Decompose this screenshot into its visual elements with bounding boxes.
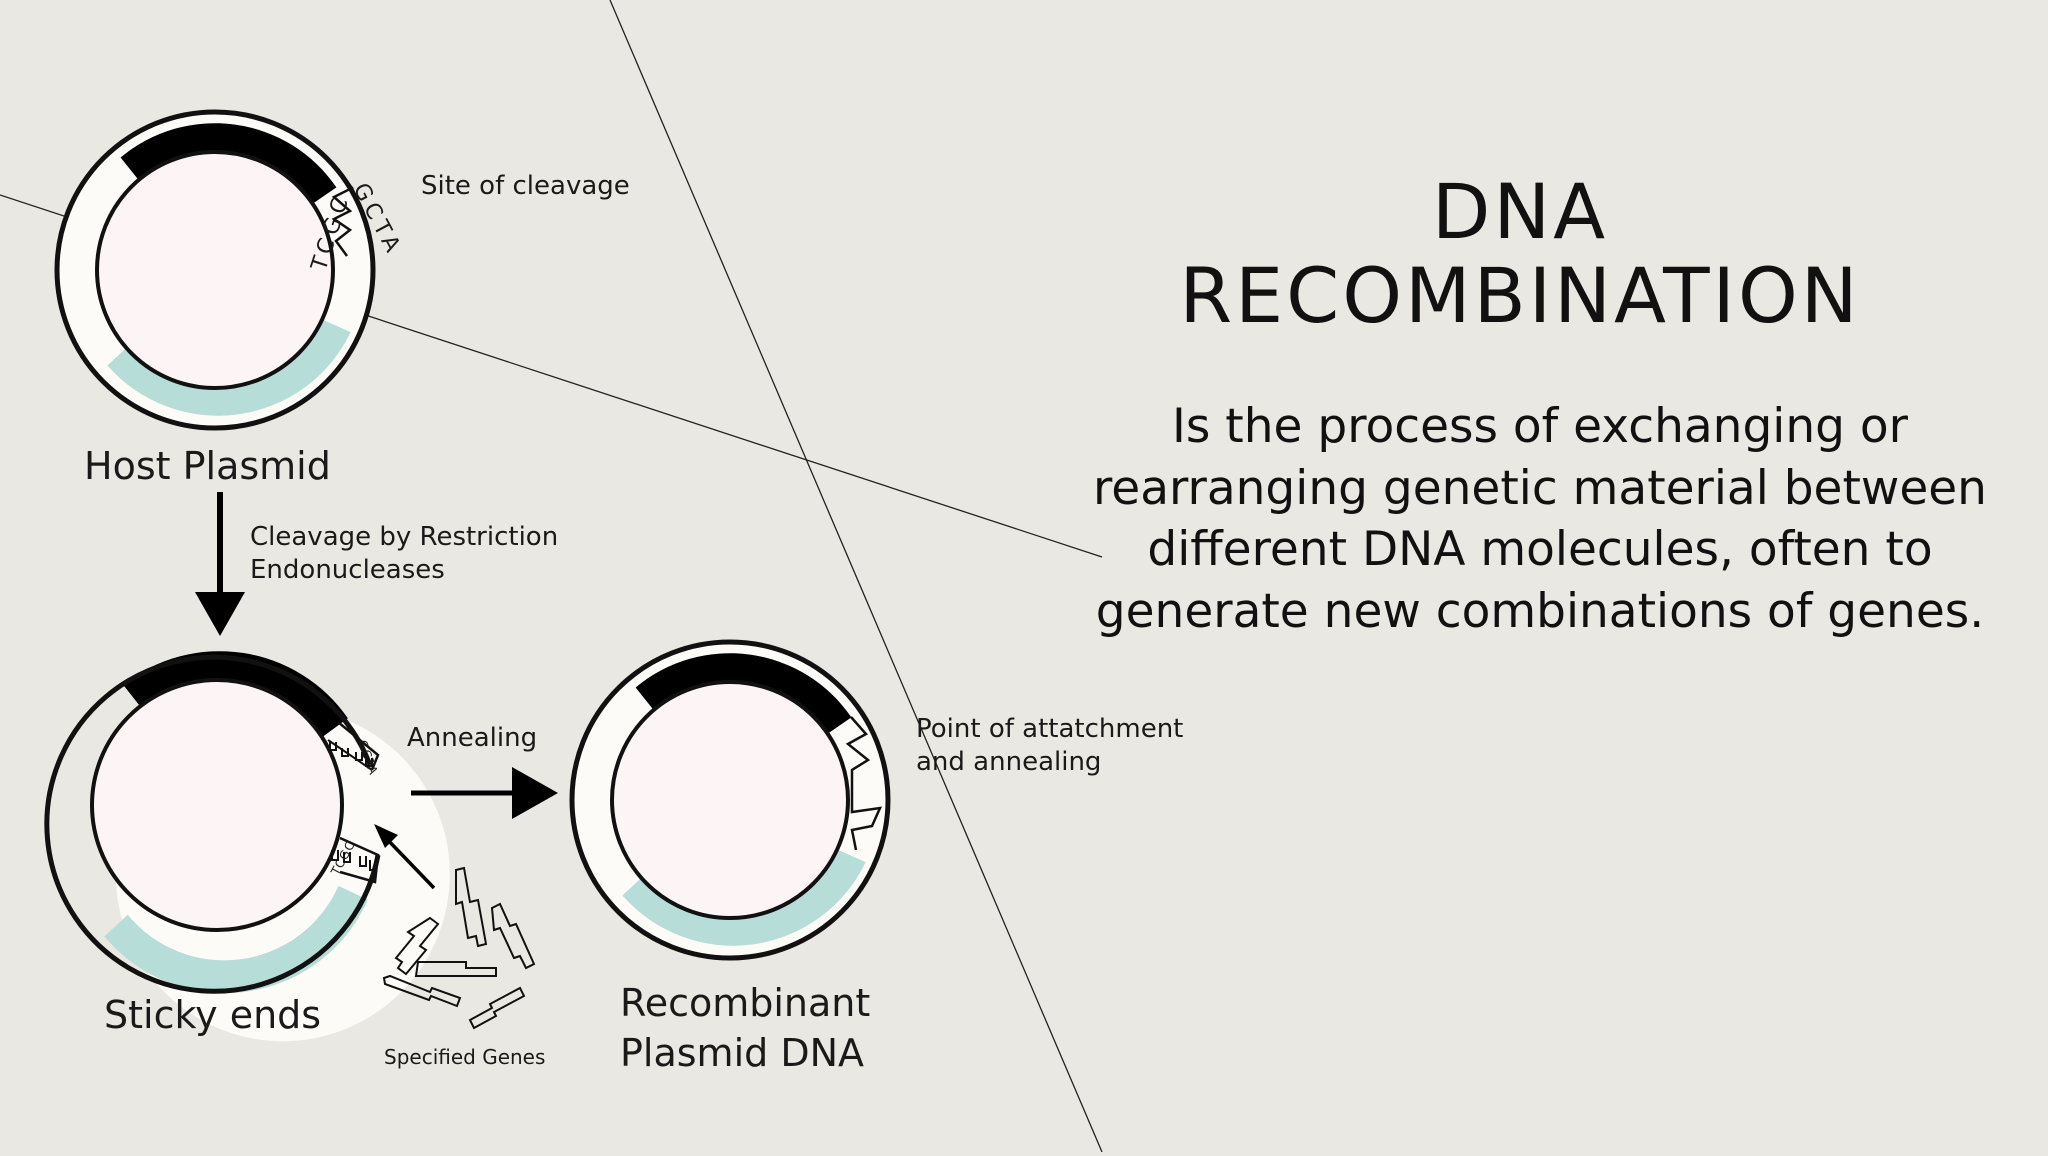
title-line-1: DNA <box>1431 167 1609 256</box>
host-plasmid-label: Host Plasmid <box>84 444 331 488</box>
gene-fragments <box>382 866 536 1030</box>
cleavage-label-line1: Cleavage by Restriction <box>250 522 558 552</box>
title-line-2: RECOMBINATION <box>1179 251 1861 340</box>
decor-line-1 <box>609 0 1103 1153</box>
attachment-label-line2: and annealing <box>916 747 1101 777</box>
host-plasmid: GCTA TCGC Site of cleavage Host Plasmid <box>54 109 630 488</box>
recombinant-label-line1: Recombinant <box>620 981 870 1025</box>
genes-insert-arrow <box>374 824 436 890</box>
annealing-arrow <box>411 767 558 819</box>
slide-description: Is the process of exchanging or rearrang… <box>1093 399 1987 639</box>
recombinant-plasmid: Recombinant Plasmid DNA <box>569 639 891 1075</box>
attachment-label-line1: Point of attatchment <box>916 714 1183 744</box>
annealing-label: Annealing <box>407 723 537 753</box>
slide-title: DNA RECOMBINATION <box>1120 170 1920 338</box>
recombinant-label-line2: Plasmid DNA <box>620 1031 864 1075</box>
cleavage-arrow <box>195 492 245 636</box>
cleavage-label-line2: Endonucleases <box>250 555 445 585</box>
sticky-ends-label: Sticky ends <box>104 993 321 1037</box>
sticky-ends-plasmid: GCTA TCGC Sticky ends <box>44 651 450 1042</box>
specified-genes-label: Specified Genes <box>384 1045 545 1069</box>
site-of-cleavage-label: Site of cleavage <box>421 171 630 201</box>
